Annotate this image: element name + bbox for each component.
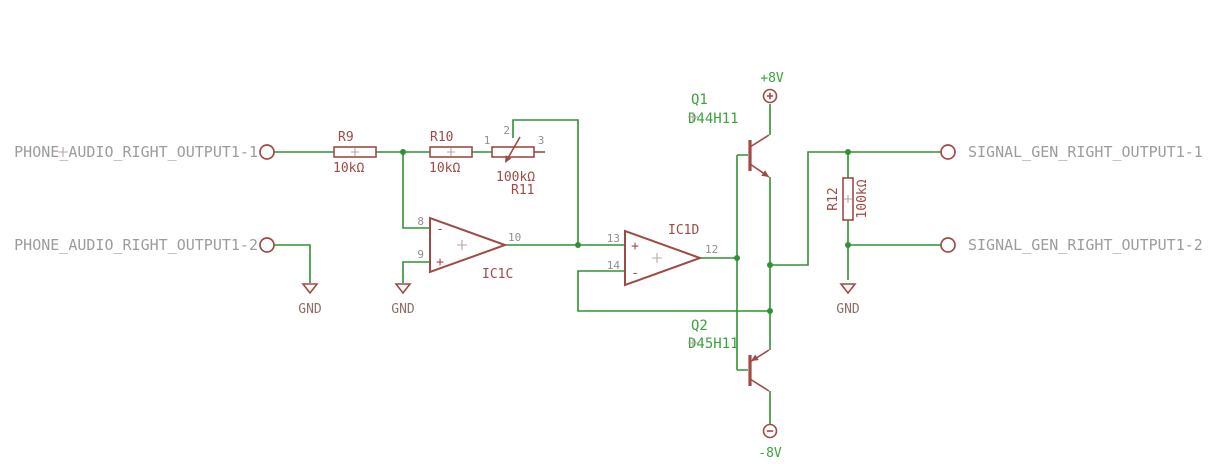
terminal-pad[interactable] — [940, 237, 956, 253]
gnd-label: GND — [836, 302, 860, 317]
pin-number-9: 9 — [417, 248, 424, 261]
resistor-r10[interactable]: R10 10kΩ — [429, 130, 473, 176]
net-label-phone-2: PHONE_AUDIO_RIGHT_OUTPUT1-2 — [14, 236, 258, 254]
pin-number-12: 12 — [705, 243, 718, 256]
junction-dots — [400, 149, 851, 314]
origin-cross — [447, 148, 455, 156]
supply-circle[interactable] — [762, 88, 778, 104]
pin-number-8: 8 — [417, 215, 424, 228]
pot-pin1-number: 1 — [484, 134, 491, 147]
terminal-siggen-1[interactable]: SIGNAL_GEN_RIGHT_OUTPUT1-1 — [940, 143, 1203, 161]
gnd-symbol-r12[interactable]: GND — [836, 283, 860, 317]
pin-number-13: 13 — [607, 232, 620, 245]
junction-dot — [575, 242, 581, 248]
opamp-sign-bottom: + — [436, 255, 444, 270]
gnd-triangle-icon — [301, 283, 319, 295]
origin-cross — [652, 253, 662, 263]
junction-dot — [734, 255, 740, 261]
wire-input2-to-gnd — [274, 244, 311, 283]
vcc-label: +8V — [760, 71, 784, 86]
junction-dot — [845, 149, 851, 155]
pot-pin3-number: 3 — [538, 134, 545, 147]
wire-feedback-loop — [577, 270, 770, 312]
part-value: 10kΩ — [333, 161, 364, 176]
terminal-pad[interactable] — [259, 237, 275, 253]
terminal-pad[interactable] — [259, 144, 275, 160]
part-name: IC1C — [482, 267, 513, 282]
gnd-triangle-icon — [394, 283, 412, 295]
origin-cross — [351, 148, 359, 156]
transistor-collector — [749, 378, 770, 392]
pot-wiper-arrow-icon — [505, 155, 512, 163]
opamp-ic1d[interactable]: + - 13 14 12 IC1D — [607, 223, 719, 287]
part-value: D45H11 — [688, 336, 739, 352]
potentiometer-r11[interactable]: 1 2 3 100kΩ R11 — [484, 124, 545, 198]
resistor-r12[interactable]: R12 100kΩ — [826, 177, 870, 221]
plus-icon — [766, 92, 774, 100]
emitter-arrow-icon — [761, 170, 769, 177]
part-value: 10kΩ — [429, 161, 460, 176]
terminal-phone-2[interactable]: PHONE_AUDIO_RIGHT_OUTPUT1-2 — [14, 236, 275, 254]
gnd-label: GND — [298, 302, 322, 317]
terminal-siggen-2[interactable]: SIGNAL_GEN_RIGHT_OUTPUT1-2 — [940, 236, 1203, 254]
value-origin-cross — [688, 112, 698, 122]
transistor-q1[interactable]: Q1 D44H11 — [688, 92, 770, 178]
transistor-q2[interactable]: Q2 D45H11 — [688, 318, 770, 392]
part-value: 100kΩ — [496, 170, 535, 185]
opamp-ic1c[interactable]: - + 8 9 10 IC1C — [417, 215, 521, 282]
transistor-collector — [749, 134, 770, 148]
pin-number-10: 10 — [508, 231, 521, 244]
pin-number-14: 14 — [607, 259, 621, 272]
junction-dot — [400, 149, 406, 155]
gnd-symbol-input2[interactable]: GND — [298, 283, 322, 317]
wire-pin9-to-gnd — [402, 261, 430, 283]
resistor-r9[interactable]: R9 10kΩ — [333, 130, 377, 176]
part-name: Q1 — [691, 92, 708, 108]
part-value: 100kΩ — [855, 179, 870, 218]
opamp-sign-bottom: - — [631, 266, 639, 281]
junction-dot — [767, 262, 773, 268]
pot-pin2-number: 2 — [503, 124, 510, 137]
vcc-supply-symbol[interactable]: +8V — [760, 71, 784, 104]
label-origin-cross — [58, 147, 68, 157]
terminal-phone-1[interactable]: PHONE_AUDIO_RIGHT_OUTPUT1-1 — [14, 143, 275, 161]
gnd-triangle-icon — [839, 283, 857, 295]
wire-pot-feedback — [512, 119, 579, 245]
part-name: R10 — [430, 130, 453, 145]
origin-cross — [457, 240, 467, 250]
opamp-triangle[interactable] — [429, 216, 508, 274]
origin-cross — [844, 195, 852, 203]
net-label-siggen-1: SIGNAL_GEN_RIGHT_OUTPUT1-1 — [968, 143, 1203, 161]
part-name: IC1D — [668, 223, 699, 238]
opamp-sign-top: + — [631, 239, 639, 254]
terminal-pad[interactable] — [940, 144, 956, 160]
net-label-siggen-2: SIGNAL_GEN_RIGHT_OUTPUT1-2 — [968, 236, 1203, 254]
vee-label: -8V — [758, 446, 782, 461]
gnd-label: GND — [391, 302, 415, 317]
part-name: R12 — [826, 187, 841, 210]
wires — [274, 104, 941, 424]
part-name: R11 — [511, 183, 534, 198]
junction-dot — [767, 308, 773, 314]
wire-r12-column — [847, 152, 941, 280]
junction-dot — [845, 242, 851, 248]
part-name: R9 — [338, 130, 354, 145]
wire-ic1d-out-base-rail — [700, 154, 748, 371]
opamp-sign-top: - — [436, 222, 444, 237]
opamp-triangle[interactable] — [624, 229, 703, 287]
value-origin-cross — [688, 338, 698, 348]
wire-to-pin8 — [402, 152, 430, 229]
supply-circle[interactable] — [762, 423, 778, 439]
net-label-phone-1: PHONE_AUDIO_RIGHT_OUTPUT1-1 — [14, 143, 258, 161]
emitter-arrow-icon — [751, 354, 759, 361]
gnd-symbol-ic1c[interactable]: GND — [391, 283, 415, 317]
vee-supply-symbol[interactable]: -8V — [758, 423, 782, 462]
part-name: Q2 — [691, 318, 708, 334]
part-value: D44H11 — [688, 111, 739, 127]
pot-wiper-line — [507, 136, 521, 159]
